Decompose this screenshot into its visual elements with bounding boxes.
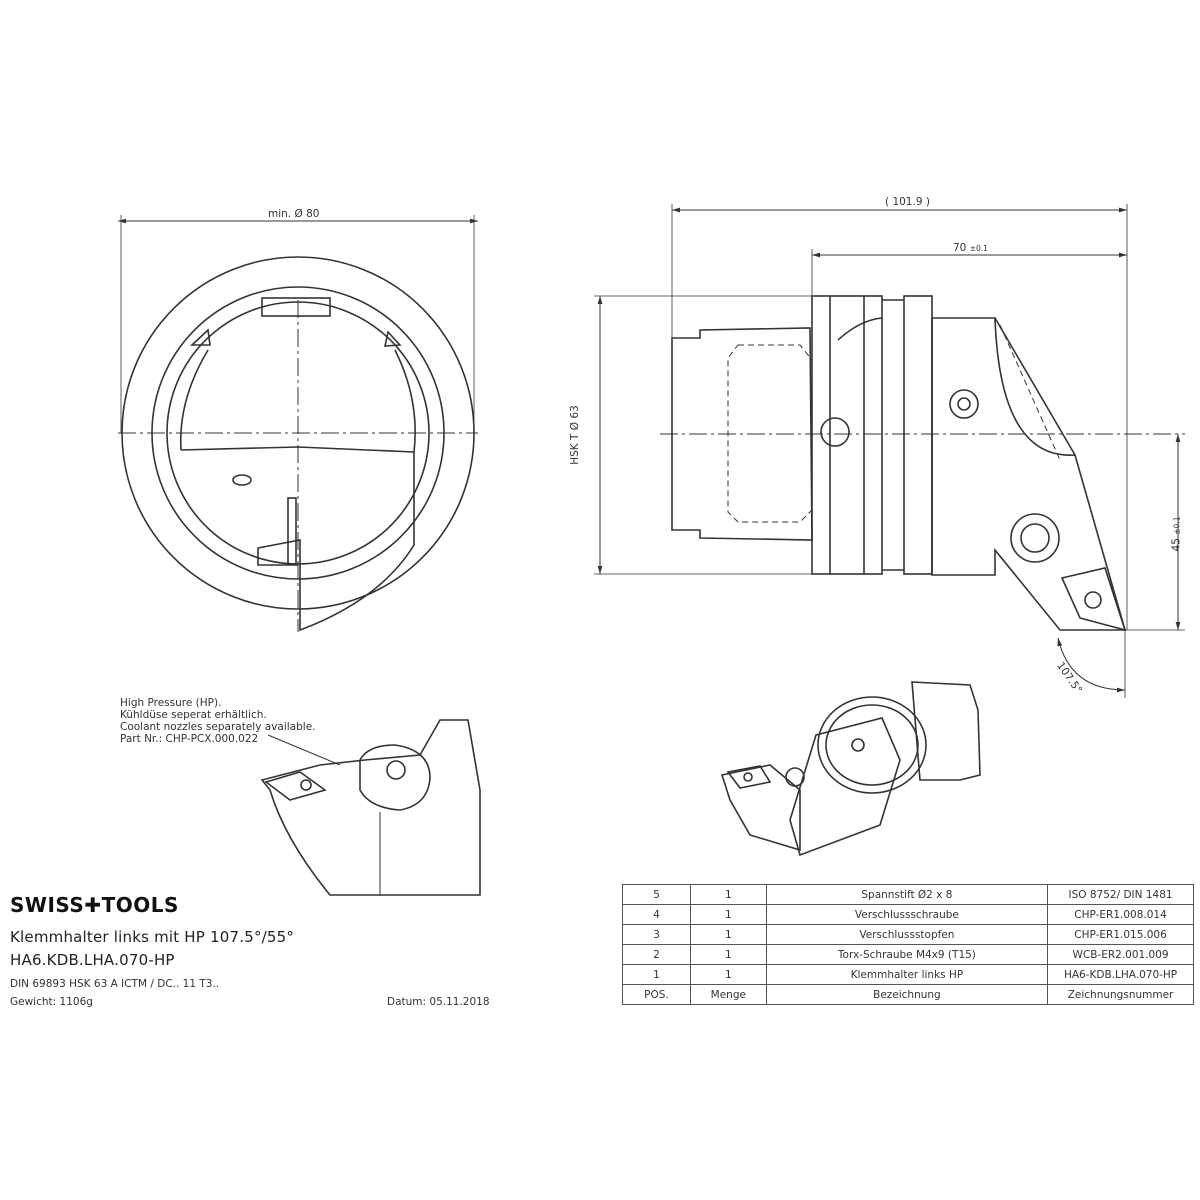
iso-flange (817, 696, 927, 794)
description-cell: Verschlussschraube (765, 904, 1049, 925)
pos-cell: 4 (622, 904, 691, 925)
holder-left-arc (179, 349, 209, 451)
drawing-number-cell: CHP-ER1.008.014 (1047, 904, 1194, 925)
dim-offset-tolerance: ±0.1 (1172, 516, 1182, 535)
torx-screw-inner (1020, 523, 1050, 553)
drawing-number-cell: HA6-KDB.LHA.070-HP (1047, 964, 1194, 985)
dim-length-tolerance: ±0.1 (969, 244, 988, 253)
iso-taper (911, 681, 981, 781)
dim-length-value: 70 (953, 242, 967, 254)
detail-screw-head (359, 744, 431, 811)
table-row: 3 1 Verschlussstopfen CHP-ER1.015.006 (622, 924, 1194, 945)
coolant-note: High Pressure (HP). Kühldüse seperat erh… (120, 697, 316, 745)
pos-cell: 3 (622, 924, 691, 945)
qty-cell: 1 (689, 884, 767, 905)
holder-right-arc (394, 349, 416, 453)
qty-cell: 1 (689, 964, 767, 985)
isometric-view (720, 681, 981, 857)
drawing-number-cell: WCB-ER2.001.009 (1047, 944, 1194, 965)
dim-offset: 45 ±0.1 (1170, 517, 1182, 552)
iso-shank (720, 764, 801, 852)
header-pos: POS. (622, 984, 691, 1005)
detail-holder-body (260, 719, 481, 896)
detail-view (260, 719, 481, 896)
dim-front-diameter: min. Ø 80 (268, 208, 320, 220)
iso-head-face (789, 717, 901, 857)
dim-shank: HSK T Ø 63 (568, 405, 581, 465)
cutting-insert (1060, 567, 1127, 632)
drawing-title: Klemmhalter links mit HP 107.5°/55° (10, 928, 295, 946)
coolant-hole (232, 474, 252, 486)
pos-cell: 2 (622, 944, 691, 965)
drawing-date: Datum: 05.11.2018 (387, 996, 490, 1008)
dim-length: 70 ±0.1 (953, 242, 988, 254)
holder-body-outline (180, 446, 415, 632)
coolant-plug (820, 417, 850, 447)
angle-arc (1057, 637, 1126, 693)
table-row: 4 1 Verschlussschraube CHP-ER1.008.014 (622, 904, 1194, 925)
part-number: HA6.KDB.LHA.070-HP (10, 951, 175, 969)
description-cell: Klemmhalter links HP (765, 964, 1049, 985)
header-drawing-number: Zeichnungsnummer (1047, 984, 1194, 1005)
header-qty: Menge (689, 984, 767, 1005)
clamp-head (931, 317, 1127, 631)
drawing-number-cell: CHP-ER1.015.006 (1047, 924, 1194, 945)
parts-list-table: 5 1 Spannstift Ø2 x 8 ISO 8752/ DIN 1481… (622, 884, 1194, 1005)
flange-body (811, 295, 883, 575)
qty-cell: 1 (689, 904, 767, 925)
qty-cell: 1 (689, 924, 767, 945)
coolant-note-line: High Pressure (HP). (120, 697, 222, 709)
qty-cell: 1 (689, 944, 767, 965)
pos-cell: 5 (622, 884, 691, 905)
standard-spec: DIN 69893 HSK 63 A ICTM / DC.. 11 T3.. (10, 978, 220, 990)
table-header-row: POS. Menge Bezeichnung Zeichnungsnummer (622, 984, 1194, 1005)
dim-offset-value: 45 (1170, 538, 1183, 552)
brand-logo: SWISS✚TOOLS (10, 893, 179, 917)
front-view (118, 215, 478, 632)
iso-insert (726, 765, 772, 789)
torx-screw-outer (1010, 513, 1060, 563)
description-cell: Verschlussstopfen (765, 924, 1049, 945)
table-row: 5 1 Spannstift Ø2 x 8 ISO 8752/ DIN 1481 (622, 884, 1194, 905)
header-description: Bezeichnung (765, 984, 1049, 1005)
flange-chamfer (837, 317, 883, 341)
table-row: 1 1 Klemmhalter links HP HA6-KDB.LHA.070… (622, 964, 1194, 985)
pos-cell: 1 (622, 964, 691, 985)
drawing-number-cell: ISO 8752/ DIN 1481 (1047, 884, 1194, 905)
description-cell: Torx-Schraube M4x9 (T15) (765, 944, 1049, 965)
description-cell: Spannstift Ø2 x 8 (765, 884, 1049, 905)
insert-pocket (287, 497, 297, 565)
detail-insert (264, 771, 327, 801)
coolant-note-line: Coolant nozzles separately available. (120, 721, 316, 733)
table-row: 2 1 Torx-Schraube M4x9 (T15) WCB-ER2.001… (622, 944, 1194, 965)
locking-screw (949, 389, 979, 419)
dim-total-length-value: 101.9 (892, 196, 923, 208)
coolant-note-line: Part Nr.: CHP-PCX.000.022 (120, 733, 259, 745)
drive-slot-top (261, 297, 331, 317)
head-edge (994, 317, 1076, 456)
dim-total-length: ( 101.9 ) (885, 196, 930, 208)
note-leader (267, 734, 341, 766)
weight: Gewicht: 1106g (10, 996, 93, 1008)
coolant-note-line: Kühldüse seperat erhältlich. (120, 709, 267, 721)
key-notch-right (383, 330, 402, 347)
side-view (594, 204, 1185, 698)
key-notch-left (189, 328, 211, 346)
iso-screw (785, 767, 805, 787)
gripper-groove-ring (903, 295, 933, 575)
